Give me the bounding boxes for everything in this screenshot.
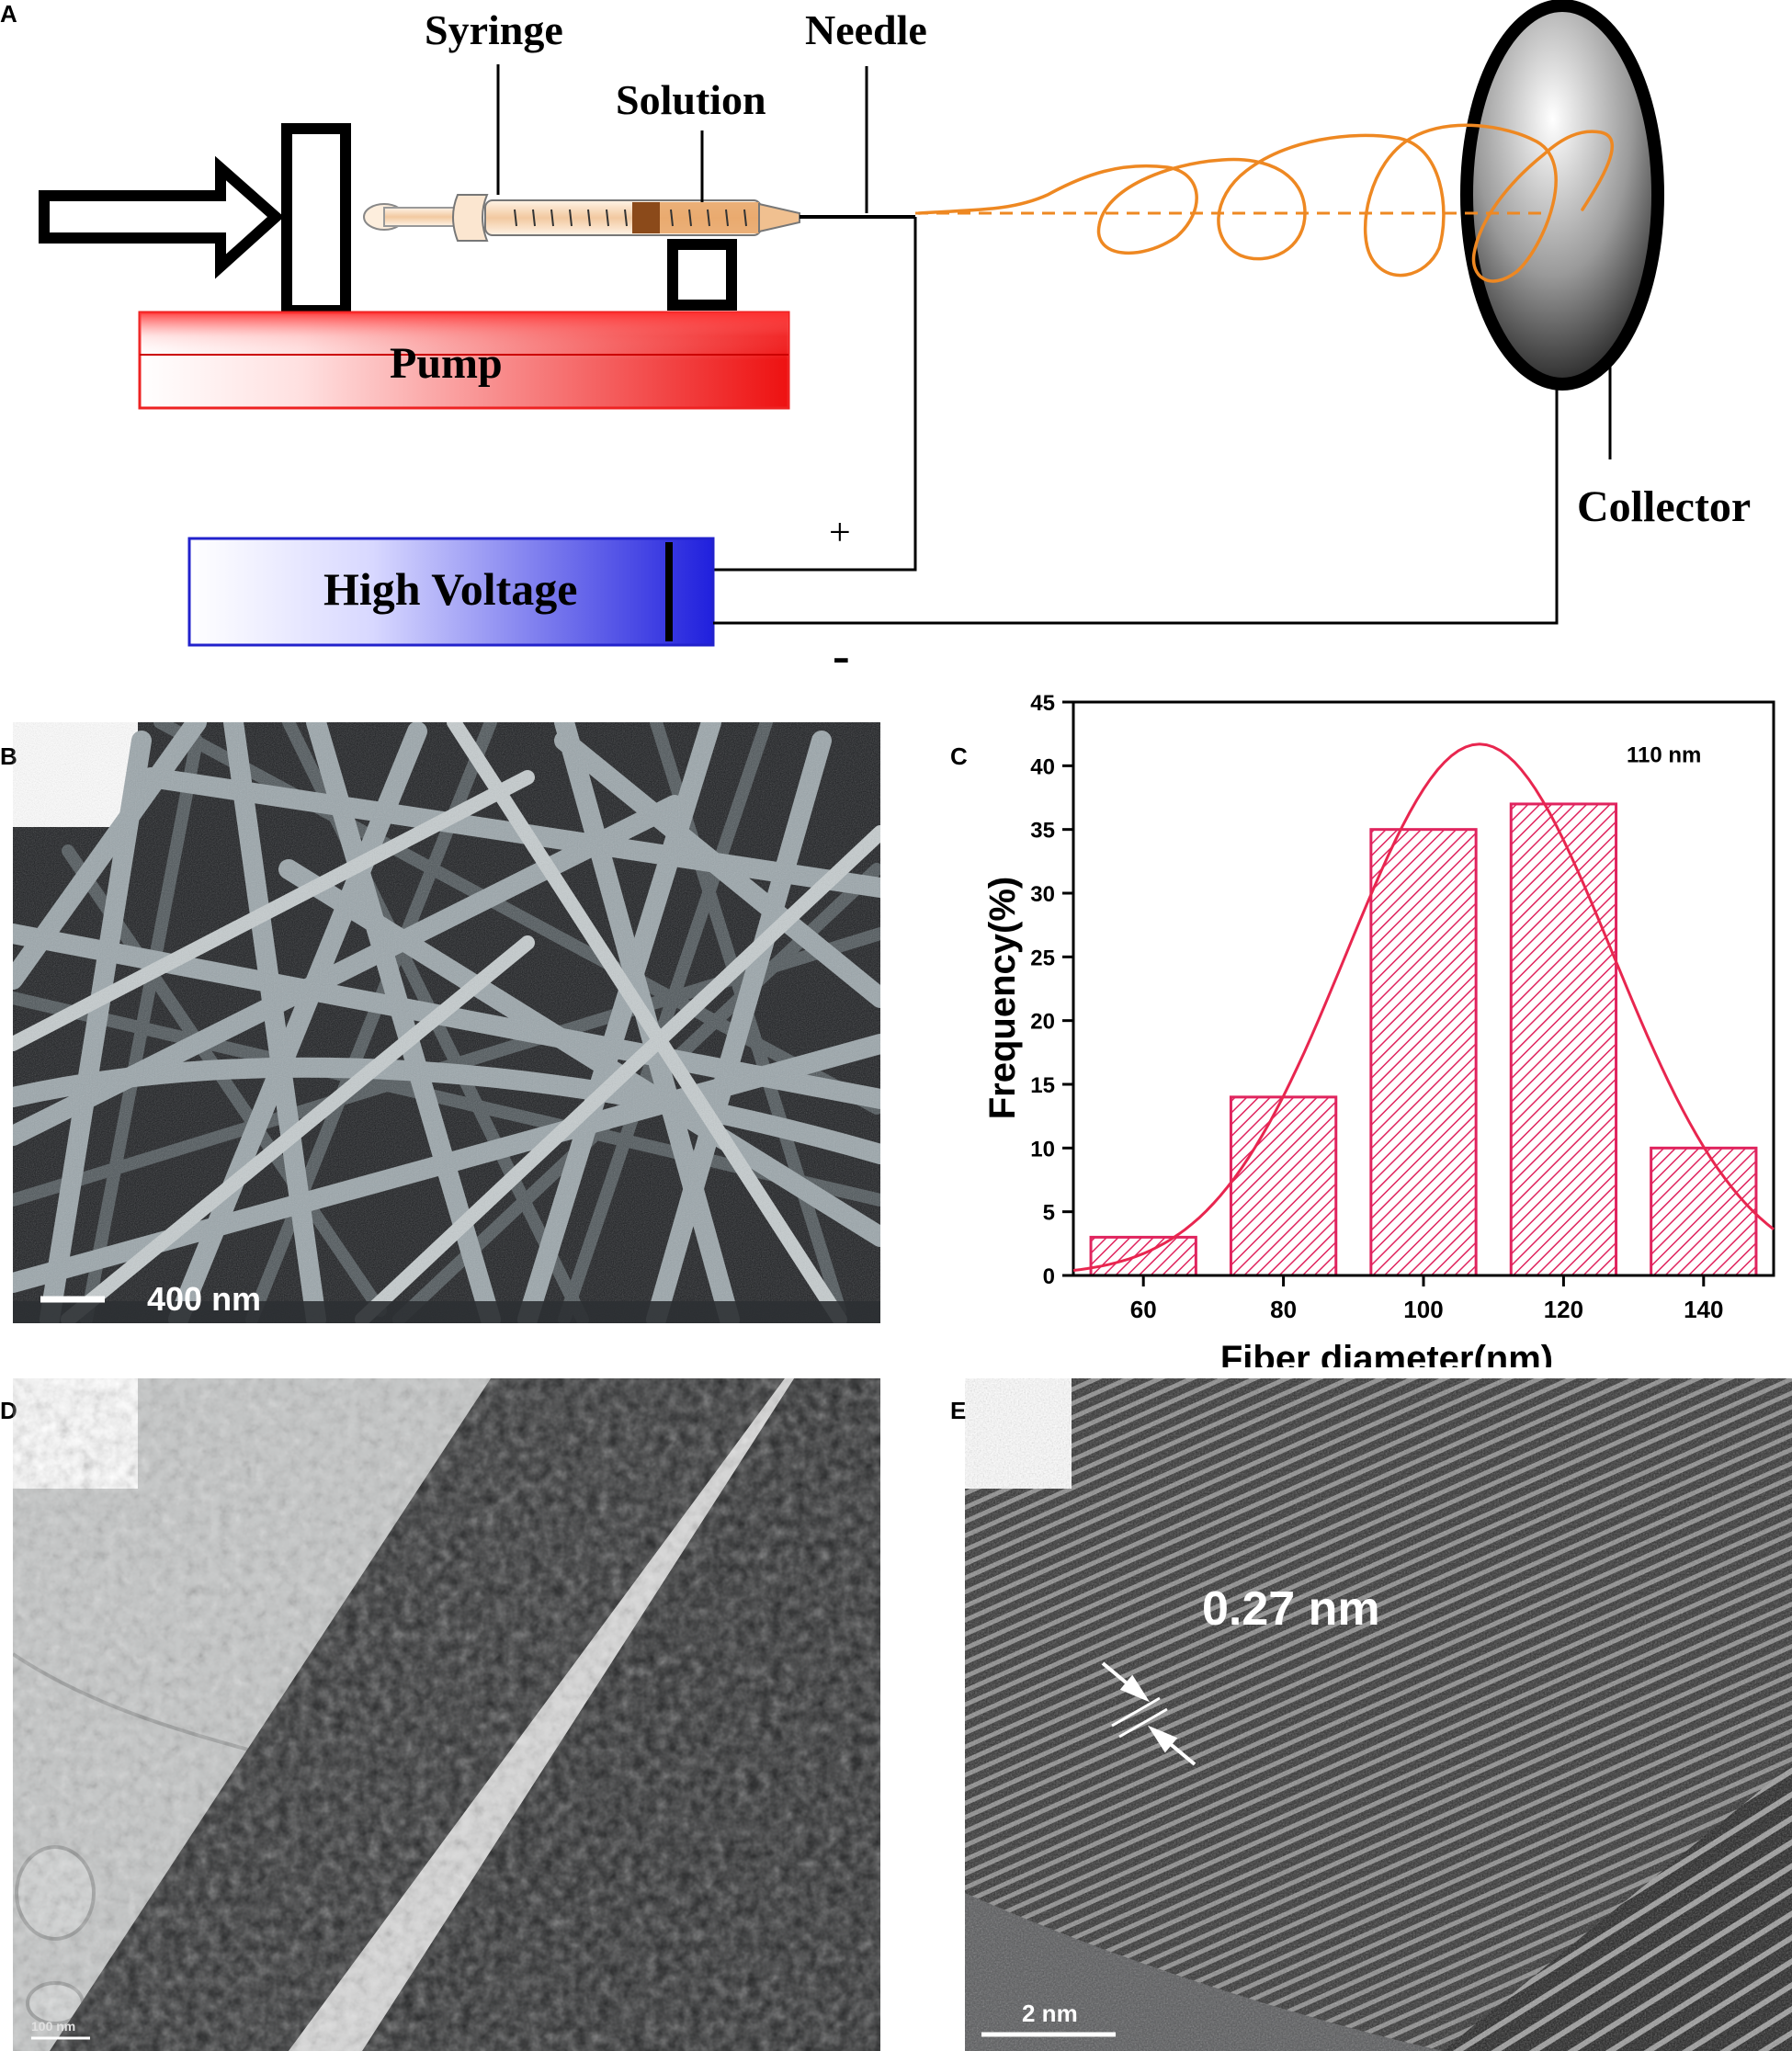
y-tick-label: 10 xyxy=(1030,1137,1055,1161)
y-tick-label: 25 xyxy=(1030,946,1055,970)
x-tick-label: 80 xyxy=(1270,1296,1297,1323)
panel-letter-e: E xyxy=(950,1397,967,1424)
y-tick-label: 5 xyxy=(1043,1201,1055,1226)
electrospinning-schematic xyxy=(39,0,1664,647)
mean-diameter-annotation: 110 nm xyxy=(1627,742,1701,767)
plunger-plate xyxy=(281,123,351,316)
histogram-bar xyxy=(1089,1235,1197,1277)
panel-letter-b: B xyxy=(0,742,17,770)
push-arrow-icon xyxy=(39,155,285,279)
scale-bar-label: 400 nm xyxy=(147,1280,261,1318)
histogram-bar xyxy=(1369,828,1478,1277)
panel-letter-d: D xyxy=(0,1397,17,1424)
syringe xyxy=(363,194,800,242)
label-syringe: Syringe xyxy=(425,6,563,53)
gaussian-fit-curve xyxy=(1072,742,1775,1272)
x-tick-label: 120 xyxy=(1544,1296,1583,1323)
high-voltage-box xyxy=(187,537,715,647)
x-axis-label: Fiber diameter(nm) xyxy=(1220,1339,1553,1367)
scale-bar-label: 2 nm xyxy=(1022,2000,1078,2027)
hrtem-image: 0.27 nm 2 nm xyxy=(965,1378,1792,2051)
y-tick-label: 15 xyxy=(1030,1073,1055,1098)
histogram-bar xyxy=(1509,802,1618,1277)
whipping-jet xyxy=(917,123,1614,283)
x-tick-label: 140 xyxy=(1684,1296,1723,1323)
label-pump: Pump xyxy=(390,339,503,388)
y-tick-label: 30 xyxy=(1030,882,1055,907)
label-plus: + xyxy=(829,512,851,554)
histogram-bar xyxy=(1650,1146,1758,1277)
label-minus: - xyxy=(833,628,850,685)
tem-image: 100 nm xyxy=(13,1378,880,2051)
sem-image: 400 nm xyxy=(13,722,880,1323)
y-tick-label: 45 xyxy=(1030,691,1055,716)
y-tick-label: 0 xyxy=(1043,1264,1055,1289)
lattice-spacing-label: 0.27 nm xyxy=(1202,1582,1380,1636)
panel-letter-a: A xyxy=(0,0,17,28)
y-tick-label: 20 xyxy=(1030,1010,1055,1035)
y-tick-label: 35 xyxy=(1030,819,1055,844)
syringe-support xyxy=(667,239,737,311)
fiber-diameter-histogram: 60 80 100 120 140 0 5 10 15 20 25 30 35 40 45 110 nm Fib… xyxy=(982,691,1775,1367)
label-high-voltage: High Voltage xyxy=(323,563,578,615)
label-collector: Collector xyxy=(1577,482,1752,531)
y-axis-label: Frequency(%) xyxy=(982,877,1023,1120)
x-tick-label: 60 xyxy=(1130,1296,1157,1323)
negative-wire xyxy=(713,386,1559,625)
label-needle: Needle xyxy=(805,6,927,53)
panel-letter-c: C xyxy=(950,742,968,770)
lattice-spacing-arrows xyxy=(1101,1661,1197,1766)
histogram-bar xyxy=(1229,1095,1338,1277)
label-solution: Solution xyxy=(616,76,766,123)
x-tick-label: 100 xyxy=(1403,1296,1443,1323)
positive-wire xyxy=(713,217,917,572)
collector xyxy=(1460,0,1664,391)
y-tick-label: 40 xyxy=(1030,754,1055,779)
scale-bar-label: 100 nm xyxy=(31,2019,75,2034)
